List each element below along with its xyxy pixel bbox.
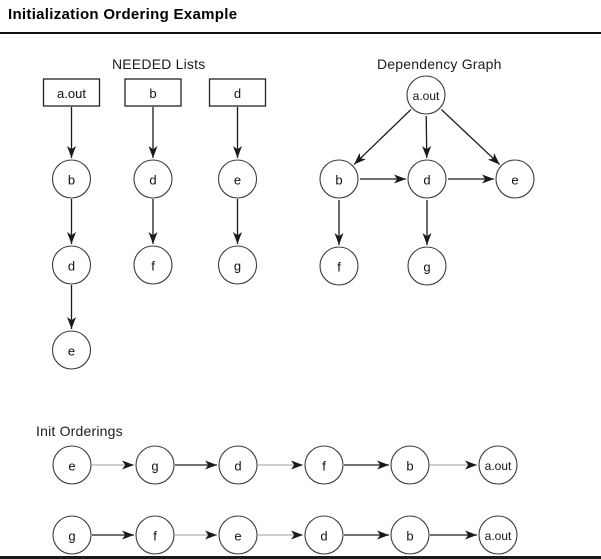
needed-node-d-e-label: e xyxy=(234,173,241,188)
dep-node-d xyxy=(407,159,447,199)
init-row1-node-a.out-label: a.out xyxy=(485,459,512,473)
bottom-divider xyxy=(0,556,601,559)
page-title: Initialization Ordering Example xyxy=(8,6,238,23)
needed-root-b-label: b xyxy=(149,86,156,101)
dep-node-d-label: d xyxy=(423,173,430,188)
init-row1-node-e xyxy=(52,445,92,485)
dep-arrow-a.out-d xyxy=(422,115,432,159)
dep-node-e-label: e xyxy=(511,173,518,188)
needed-node-b-d xyxy=(133,159,173,199)
init-row2-node-e-label: e xyxy=(234,529,241,544)
section-label-dependency-graph: Dependency Graph xyxy=(377,56,502,72)
dep-node-e xyxy=(495,159,535,199)
init-row2-node-f-label: f xyxy=(153,529,157,544)
init-row2-node-f xyxy=(135,515,175,555)
needed-node-d-g xyxy=(217,245,258,285)
init-row2-node-a.out xyxy=(478,515,518,555)
needed-node-b-f xyxy=(133,245,173,285)
needed-node-d-g-label: g xyxy=(234,259,241,274)
dep-node-b-label: b xyxy=(335,173,342,188)
needed-node-a.out-d xyxy=(51,245,92,285)
dep-node-a.out-label: a.out xyxy=(413,89,440,103)
section-label-needed-lists: NEEDED Lists xyxy=(112,56,206,72)
init-row2-node-a.out-label: a.out xyxy=(485,529,512,543)
init-row2-node-e xyxy=(218,515,258,555)
needed-node-b-d-label: d xyxy=(149,173,156,188)
needed-root-d xyxy=(208,78,267,107)
needed-node-a.out-e-label: e xyxy=(68,344,75,359)
init-row1-node-e-label: e xyxy=(68,459,75,474)
needed-node-a.out-b xyxy=(51,159,92,199)
init-row2-node-b xyxy=(390,515,430,555)
needed-node-a.out-d-label: d xyxy=(68,259,75,274)
dep-node-f-label: f xyxy=(337,260,341,275)
needed-root-b xyxy=(124,78,182,107)
init-row2-node-g xyxy=(52,515,92,555)
needed-node-d-e xyxy=(217,159,258,199)
needed-node-b-f-label: f xyxy=(151,259,155,274)
dep-node-b xyxy=(319,159,359,199)
needed-node-a.out-e xyxy=(51,330,92,370)
init-row1-node-b-label: b xyxy=(406,459,413,474)
diagram-content: a.out b d e b d f d e g a.out b d e f g e g d f b a.out g f e d b a… xyxy=(42,75,535,555)
needed-root-d-label: d xyxy=(234,86,241,101)
dep-node-g xyxy=(407,246,447,286)
init-row1-node-f-label: f xyxy=(322,459,326,474)
dep-node-a.out xyxy=(406,75,446,115)
section-label-init-orderings: Init Orderings xyxy=(36,423,123,439)
needed-node-a.out-b-label: b xyxy=(68,173,75,188)
init-row2-node-d-label: d xyxy=(320,529,327,544)
needed-root-a.out-label: a.out xyxy=(57,86,86,101)
init-row2-node-g-label: g xyxy=(68,529,75,544)
init-row1-node-g xyxy=(135,445,175,485)
dep-node-f xyxy=(319,246,359,286)
init-row1-node-g-label: g xyxy=(151,459,158,474)
init-row1-node-b xyxy=(390,445,430,485)
dep-arrow-a.out-b xyxy=(353,109,412,165)
init-row2-node-b-label: b xyxy=(406,529,413,544)
dep-node-g-label: g xyxy=(423,260,430,275)
init-row1-node-d-label: d xyxy=(234,459,241,474)
init-row2-node-d xyxy=(304,515,344,555)
dep-arrow-a.out-e xyxy=(440,108,501,166)
init-row1-node-a.out xyxy=(478,445,518,485)
title-divider xyxy=(0,32,601,34)
init-row1-node-d xyxy=(218,445,258,485)
init-row1-node-f xyxy=(304,445,344,485)
needed-root-a.out xyxy=(42,78,101,107)
